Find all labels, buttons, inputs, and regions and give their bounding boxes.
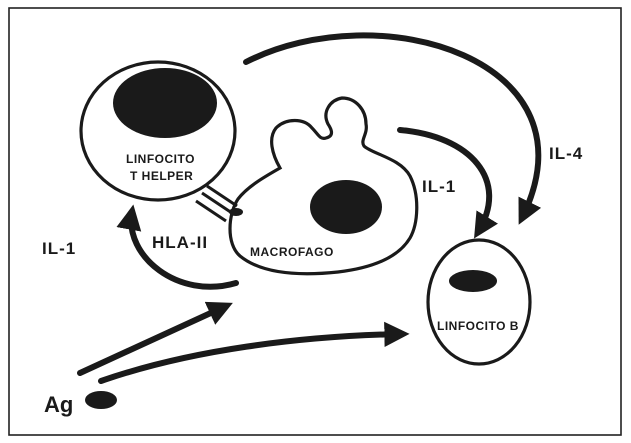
macrophage-nucleus <box>310 180 382 234</box>
b-cell-nucleus <box>449 270 497 292</box>
hla-ii-receptor <box>196 186 243 221</box>
il1-right-label: IL-1 <box>422 177 456 196</box>
b-cell-membrane <box>428 240 530 364</box>
antigen-label: Ag <box>44 392 73 417</box>
t-helper-nucleus <box>113 68 217 138</box>
hla-ii-label: HLA-II <box>152 233 208 252</box>
t-helper-cell: LINFOCITO T HELPER <box>81 62 235 200</box>
b-cell: LINFOCITO B <box>428 240 530 364</box>
antigen: Ag <box>44 391 117 417</box>
il4-label: IL-4 <box>549 144 583 163</box>
il1-left-label: IL-1 <box>42 239 76 258</box>
t-helper-label-line1: LINFOCITO <box>126 152 195 166</box>
b-cell-label: LINFOCITO B <box>437 319 519 333</box>
macrophage-cell: MACROFAGO <box>230 98 417 274</box>
t-helper-label-line2: T HELPER <box>130 169 193 183</box>
macrophage-label: MACROFAGO <box>250 245 334 259</box>
antigen-particle <box>85 391 117 409</box>
